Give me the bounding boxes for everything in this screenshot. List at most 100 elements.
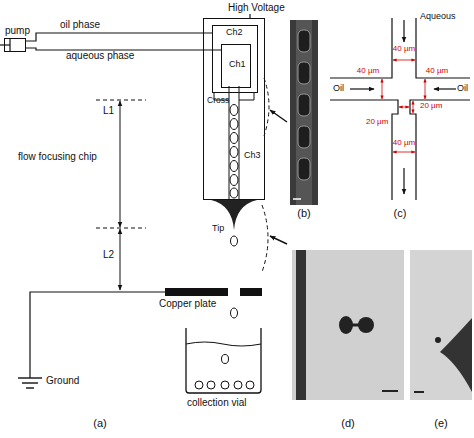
reference-dash — [96, 100, 146, 101]
droplet — [234, 381, 242, 389]
plug-droplet — [298, 126, 310, 148]
figure-label: Tip — [212, 224, 224, 233]
micrograph — [290, 20, 318, 205]
ground-symbol — [18, 377, 42, 378]
vial-outline — [185, 328, 262, 394]
plug-droplet — [298, 30, 310, 52]
flow-arrow — [403, 168, 404, 194]
figure-label: 40 µm — [357, 67, 379, 75]
droplet-neck — [351, 324, 359, 327]
plug-droplet — [298, 158, 310, 180]
figure-label: Ground — [46, 376, 79, 386]
flow-arrow — [350, 88, 374, 89]
node-label: pump — [5, 26, 30, 36]
scale-bar — [382, 390, 398, 392]
micrograph — [410, 250, 472, 400]
figure-label: Oil — [333, 84, 344, 93]
droplet — [231, 308, 238, 318]
channel-box: Ch1 — [221, 44, 251, 88]
chip-outline: CrossCh3 Ch2Ch1 — [203, 18, 265, 200]
figure-label: (c) — [394, 208, 407, 219]
pinching-droplet — [358, 317, 374, 333]
plate-outline — [165, 288, 262, 296]
dimension-line — [413, 101, 414, 113]
channel-wall — [410, 100, 470, 200]
figure-label: 40 µm — [393, 45, 415, 53]
micro-channel — [296, 20, 312, 205]
ground-symbol — [26, 387, 34, 388]
figure-label: 40 µm — [426, 67, 448, 75]
droplet — [207, 381, 215, 389]
collection-vial: collection vial — [185, 328, 262, 394]
droplet — [246, 381, 254, 389]
figure-label: 20 µm — [366, 118, 388, 126]
reference-dash — [96, 228, 146, 229]
droplet — [230, 105, 238, 116]
node-label: Cross — [207, 96, 229, 105]
figure-label: flow focusing chip — [18, 152, 97, 162]
figure-label: (e) — [434, 418, 447, 429]
nozzle-edge — [296, 250, 306, 400]
plug-droplet — [298, 62, 310, 84]
oil-channel — [239, 92, 254, 100]
vial-wall — [186, 328, 261, 393]
channel-wall — [330, 18, 392, 78]
figure-label: High Voltage — [228, 3, 285, 13]
edge-label: oil phase — [60, 20, 100, 30]
zoom-bracket — [262, 205, 268, 272]
ejected-droplet — [435, 337, 441, 343]
flow-arrow — [434, 88, 456, 89]
node-label: Copper plate — [159, 299, 216, 309]
length-arrow — [120, 101, 121, 227]
droplet — [230, 119, 238, 130]
node-label: Ch1 — [229, 60, 246, 69]
zoom-arrow — [270, 110, 287, 122]
figure-label: 40 µm — [393, 139, 415, 147]
droplet — [230, 133, 238, 144]
node-label: Ch2 — [226, 28, 243, 37]
node-label: collection vial — [187, 398, 246, 408]
liquid-surface — [186, 342, 261, 346]
dimension-line — [393, 60, 415, 61]
pump-box: pump — [4, 38, 26, 52]
figure-label: Aqueous — [420, 12, 456, 21]
droplet — [230, 175, 238, 186]
micrograph — [292, 250, 404, 400]
ground-wire — [30, 292, 165, 378]
dimension-line — [425, 79, 426, 99]
figure-label: (d) — [341, 418, 354, 429]
figure-label: L2 — [103, 250, 114, 260]
dimension-line — [382, 79, 383, 99]
droplet — [222, 355, 229, 364]
figure-label: Oil — [457, 84, 468, 93]
droplet — [230, 188, 238, 198]
scale-bar — [414, 391, 424, 393]
figure-label: 20 µm — [420, 102, 442, 110]
ground-symbol — [22, 382, 38, 383]
plate-bar — [165, 288, 228, 296]
node-label: Ch3 — [244, 151, 261, 160]
droplet — [230, 161, 238, 172]
figure-label: (b) — [297, 208, 310, 219]
copper-plate: Copper plate — [165, 288, 262, 296]
flow-arrow — [403, 20, 404, 42]
tubing-line — [26, 48, 221, 50]
figure-label: L1 — [103, 106, 114, 116]
pump-piston — [9, 39, 10, 51]
pinching-droplet — [339, 316, 353, 334]
dimension-line — [399, 107, 409, 108]
droplet — [230, 147, 238, 158]
droplet — [231, 236, 238, 246]
plug-droplet — [298, 94, 310, 116]
tubing-line — [26, 33, 212, 41]
channel-wall — [239, 86, 240, 200]
figure-label: (a) — [93, 418, 106, 429]
length-arrow — [120, 229, 121, 290]
pump-plunger — [0, 44, 10, 45]
taylor-cone — [440, 318, 472, 392]
channel-wall — [330, 100, 398, 200]
channel-box: Ch2Ch1 — [212, 25, 258, 93]
droplet — [221, 381, 229, 389]
